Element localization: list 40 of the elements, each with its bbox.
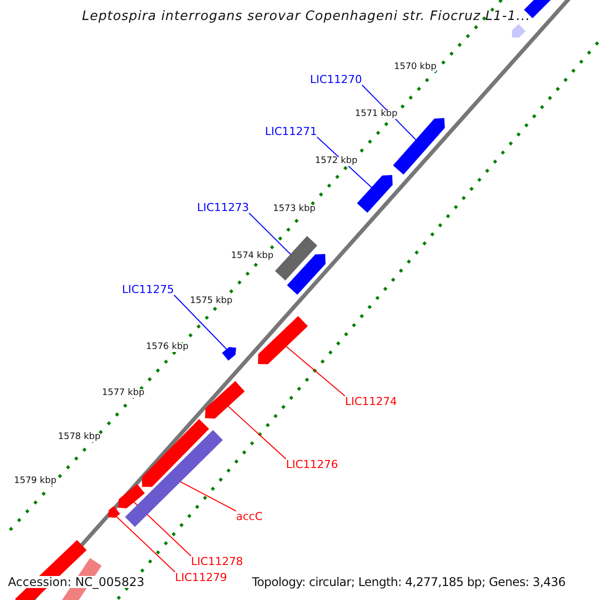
scale-label: 1576 kbp [146,343,188,352]
scale-label: 1574 kbp [231,252,274,261]
gene-label: LIC11270 [310,74,362,85]
leader-line [178,480,236,512]
gene-block [392,118,445,175]
genome-stats-text: Topology: circular; Length: 4,277,185 bp; Genes: 3,436 [252,576,566,588]
gene-block [222,347,237,362]
gene-block [356,175,393,213]
gene-label: LIC11274 [345,396,398,407]
scale-label: 1578 kbp [58,433,100,442]
gene-label: accC [236,511,263,522]
gene-block [108,506,121,518]
leader-line [226,404,286,460]
gene-label: LIC11271 [265,126,318,137]
leader-line [114,515,176,572]
gene-feature [125,430,224,528]
leader-line [284,344,346,396]
gene-block [142,419,210,488]
gene-block [118,484,145,510]
scale-label: 1572 kbp [315,157,358,166]
gene-label: LIC11279 [175,572,228,583]
gene-label: LIC11278 [191,556,244,567]
scale-label: 1570 kbp [394,63,436,72]
gene-block [258,316,308,365]
genome-title: Leptospira interrogans serovar Copenhageni str. Fiocruz L1-1... [82,10,530,23]
gene-label: LIC11276 [286,459,338,470]
gene-block [512,24,526,38]
leader-line [248,212,292,256]
gene-label: LIC11273 [197,202,250,213]
scale-label: 1573 kbp [273,205,316,214]
scale-label: 1571 kbp [355,110,398,119]
leader-line [174,294,228,351]
gene-label: LIC11275 [122,284,174,295]
gene-feature [274,236,318,282]
scale-label: 1575 kbp [190,297,232,306]
gene-block [286,254,326,295]
accession-text: Accession: NC_005823 [8,576,144,588]
gene-block [205,380,245,419]
scale-label: 1577 kbp [102,389,144,398]
scale-label: 1579 kbp [14,477,56,486]
